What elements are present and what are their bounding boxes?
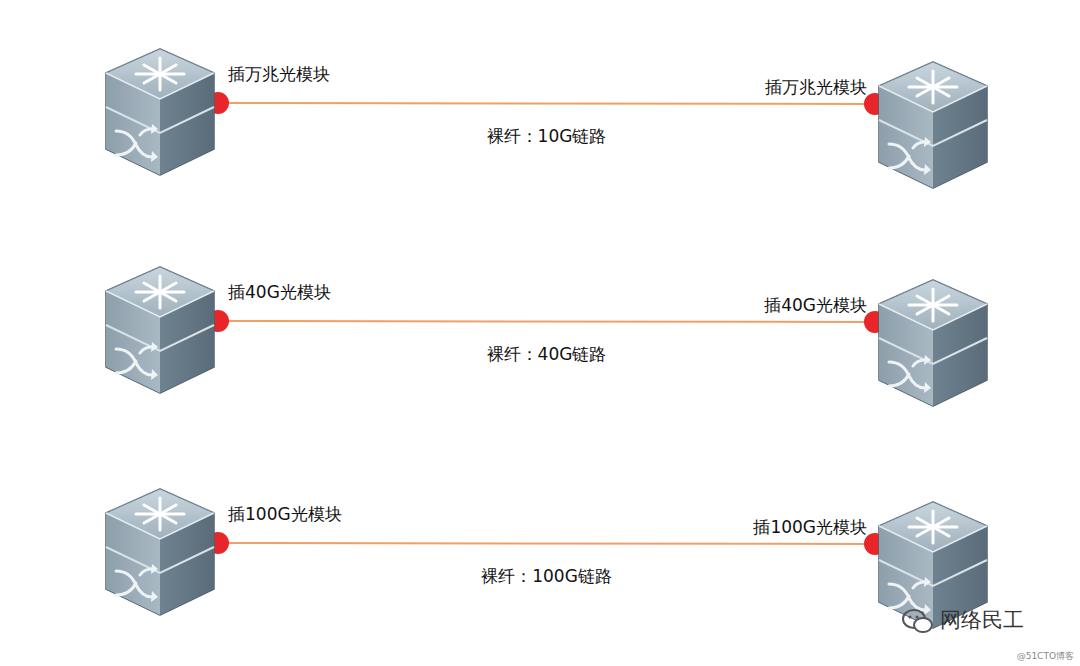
switch-icon	[873, 276, 993, 411]
module-label: 插万兆光模块	[765, 76, 867, 99]
switch-icon	[100, 263, 220, 398]
module-label: 插100G光模块	[228, 503, 342, 526]
switch-node: 插万兆光模块	[100, 45, 220, 180]
link-label: 裸纤：40G链路	[485, 343, 609, 366]
watermark-small: @51CTO博客	[1017, 650, 1074, 663]
switch-node: 插100G光模块	[100, 485, 220, 620]
module-label: 插万兆光模块	[228, 63, 330, 86]
switch-icon	[100, 485, 220, 620]
switch-icon	[100, 45, 220, 180]
link-label: 裸纤：100G链路	[479, 565, 614, 588]
module-label: 插40G光模块	[228, 281, 331, 304]
module-label: 插100G光模块	[753, 516, 867, 539]
module-label: 插40G光模块	[764, 294, 867, 317]
switch-node: 插万兆光模块	[873, 58, 993, 193]
switch-node: 插40G光模块	[100, 263, 220, 398]
watermark: 网络民工	[940, 606, 1024, 634]
switch-icon	[873, 58, 993, 193]
link-label: 裸纤：10G链路	[485, 125, 609, 148]
wechat-icon	[900, 606, 936, 636]
switch-node: 插40G光模块	[873, 276, 993, 411]
